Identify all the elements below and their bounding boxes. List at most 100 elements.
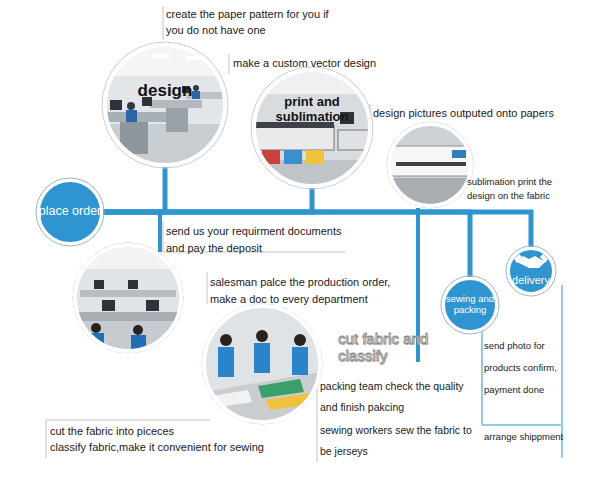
photo-shadow-ring: [102, 42, 228, 168]
photo-shadow-ring: [202, 304, 322, 424]
photo-ring: [254, 70, 370, 186]
worker-head: [127, 102, 135, 110]
worker-body: [192, 91, 200, 99]
leader-line: [207, 272, 208, 304]
desk: [80, 290, 176, 297]
flow-connector: [103, 188, 312, 212]
worker-head: [294, 334, 306, 346]
photo-circle: design: [103, 43, 227, 167]
leader-line: [163, 221, 164, 252]
node-outline: [507, 247, 555, 295]
node-label: print and sublimation: [260, 95, 364, 124]
leader-line: [163, 6, 164, 40]
photo-ring: [75, 245, 181, 351]
design-office-photo: [100, 40, 230, 174]
step-note: cut the fabric into piceces: [50, 424, 270, 440]
step-note: make a custom vector design: [233, 56, 403, 72]
printer-panel: [452, 150, 466, 158]
monitor: [146, 300, 159, 311]
step-note: sewing workers sew the fabric to be jers…: [320, 420, 480, 462]
worker-body: [131, 335, 146, 353]
leader-line: [317, 374, 318, 462]
bracket-line: [482, 424, 562, 426]
worker-body: [218, 347, 234, 377]
desk: [150, 100, 202, 108]
circle-shadow-ring: [441, 276, 499, 334]
photo-circle: print and sublimation: [252, 68, 372, 188]
photo-ring: [389, 124, 471, 206]
monitor: [94, 280, 104, 289]
photo-wall: [385, 120, 475, 210]
branch-line: [158, 212, 162, 252]
worker-body: [292, 347, 308, 375]
step-title: cut fabric and classify: [338, 330, 438, 365]
bracket-line: [481, 332, 483, 425]
leader-line: [46, 420, 47, 458]
monitor: [102, 300, 115, 311]
printer-closeup-photo: [385, 120, 475, 210]
photo-wall: [202, 304, 322, 424]
leader-line: [46, 420, 210, 421]
photo-shadow-ring: [251, 67, 373, 189]
print-room-photo: [250, 66, 374, 190]
photo-floor: [73, 318, 183, 354]
step-note: packing team check the quality and finis…: [320, 376, 480, 418]
printer: [254, 126, 334, 150]
photo-floor: [385, 178, 475, 210]
step-note: salesman palce the production order, mak…: [210, 274, 410, 307]
worker-head: [133, 325, 143, 335]
printed-sheet: [284, 150, 302, 164]
step-note: send photo for products confirm, payment…: [484, 335, 560, 401]
worker-body: [254, 343, 270, 373]
step-note: create the paper pattern for you if you …: [166, 7, 348, 39]
cabinet: [166, 108, 188, 132]
photo-ring: [105, 45, 225, 165]
photo-shadow-ring: [387, 122, 473, 208]
worker-body: [89, 333, 104, 351]
photo-wall: [100, 40, 230, 170]
node-label: design: [105, 81, 225, 100]
leader-line: [229, 54, 230, 74]
monitor: [110, 100, 122, 110]
flow-connector: [103, 167, 165, 212]
cutting-room-photo: [202, 304, 322, 424]
step-note: design pictures outputed onto papers: [373, 106, 583, 122]
flow-connector: [103, 212, 470, 277]
monitor: [128, 280, 138, 289]
step-note: sublimation print the design on the fabr…: [467, 175, 579, 204]
fabric-piece: [258, 379, 304, 398]
worker-body: [126, 110, 137, 122]
step-circle: delivery: [507, 247, 555, 295]
desk: [76, 312, 180, 321]
node-outline: [252, 68, 372, 188]
worker-head: [256, 330, 268, 342]
printer-slot: [396, 162, 466, 166]
step-circle-fill: [509, 249, 554, 294]
ceiling-light: [152, 54, 170, 58]
node-label: place order: [30, 204, 110, 218]
fabric-piece: [212, 390, 252, 408]
fabric-piece: [266, 393, 312, 410]
desk: [104, 112, 166, 122]
photo-wall: [250, 66, 374, 190]
photo-shadow-ring: [73, 243, 183, 353]
node-label: delivery: [501, 274, 561, 286]
node-label: sewing and packing: [440, 294, 500, 315]
step-note: send us your requirment documents and pa…: [166, 223, 358, 256]
worker-head: [193, 85, 199, 91]
printer: [390, 146, 472, 176]
node-outline: [103, 43, 227, 167]
sales-office-photo: [73, 243, 183, 354]
worker-head: [91, 323, 101, 333]
step-note: arrange shippment: [484, 430, 574, 444]
step-circle: place order: [37, 179, 103, 245]
photo-ring: [204, 306, 320, 422]
cutting-table: [204, 372, 322, 424]
circle-shadow-ring: [506, 246, 556, 296]
step-circle: sewing and packing: [442, 277, 498, 333]
worker-head: [220, 334, 232, 346]
step-note: classify fabric,make it convenient for s…: [50, 440, 310, 456]
photo-wall: [73, 243, 183, 353]
printed-sheet: [306, 150, 324, 164]
